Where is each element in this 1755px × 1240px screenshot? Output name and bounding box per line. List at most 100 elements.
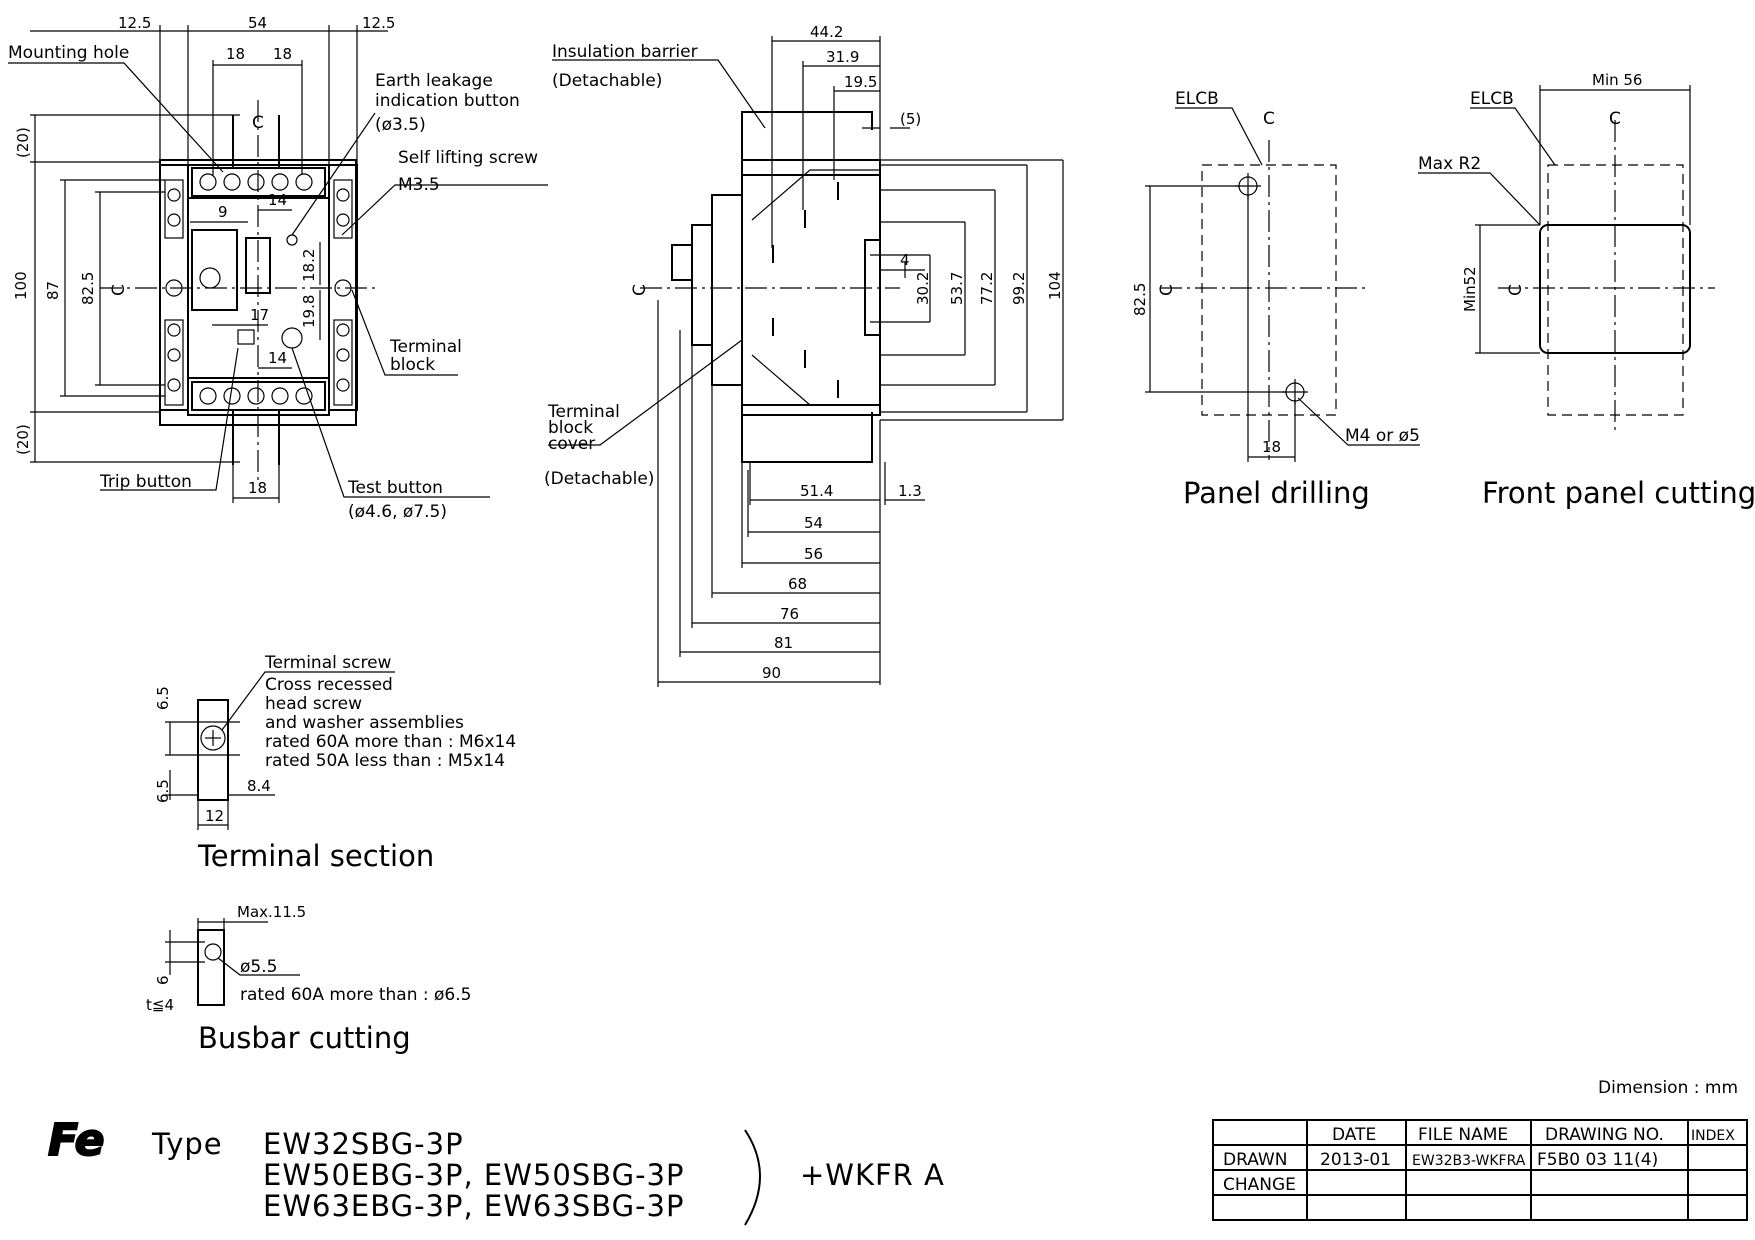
dim-max-11-5: Max.11.5 <box>237 903 306 921</box>
leader-insulation-barrier <box>552 59 766 129</box>
tb-header-index: INDEX <box>1691 1128 1735 1144</box>
label-busbar-rated: rated 60A more than : ø6.5 <box>240 985 471 1005</box>
centerline-mark: C <box>252 113 264 133</box>
tb-header-drawing-no: DRAWING NO. <box>1545 1125 1664 1145</box>
dim-104: 104 <box>1046 271 1064 300</box>
type-line-2: EW50EBG-3P, EW50SBG-3P <box>263 1158 685 1192</box>
front-panel-cutting: Min 56 ELCB Max R2 Min52 C C Front panel… <box>1418 71 1755 510</box>
dim-51-4: 51.4 <box>800 482 833 500</box>
leader-terminal-cover <box>548 339 743 446</box>
label-indication-diameter: (ø3.5) <box>375 115 426 135</box>
dim-82-5: 82.5 <box>1131 283 1149 316</box>
label-mounting-hole: Mounting hole <box>8 43 129 63</box>
type-line-3: EW63EBG-3P, EW63SBG-3P <box>263 1189 685 1223</box>
tb-drawn-drawing-no: F5B0 03 11(4) <box>1537 1150 1658 1170</box>
dim-18-a: 18 <box>226 45 245 63</box>
dim-19-8: 19.8 <box>300 295 318 328</box>
top-terminals <box>191 167 326 197</box>
dim-19-5: 19.5 <box>844 73 877 91</box>
dim-6-5-bottom: 6.5 <box>154 779 172 803</box>
label-rated-50a: rated 50A less than : M5x14 <box>265 751 505 771</box>
title-front-panel-cutting: Front panel cutting <box>1482 476 1755 510</box>
label-trip-button: Trip button <box>99 472 192 492</box>
dim-20-top: (20) <box>14 127 32 158</box>
label-terminal-screw: Terminal screw <box>264 653 392 673</box>
dim-56: 56 <box>804 545 823 563</box>
centerline-mark: C <box>1609 109 1621 129</box>
dim-100: 100 <box>12 271 30 300</box>
tb-row-change: CHANGE <box>1223 1175 1296 1195</box>
dim-81: 81 <box>774 634 793 652</box>
label-detachable-bottom: (Detachable) <box>544 469 654 489</box>
centerline-mark: C <box>630 284 650 296</box>
label-busbar-diameter: ø5.5 <box>240 957 277 977</box>
tb-row-drawn: DRAWN <box>1223 1150 1287 1170</box>
side-terminal-studs <box>772 182 839 398</box>
panel-drilling: ELCB C C 82.5 18 M4 or ø5 Panel drilling <box>1131 89 1420 510</box>
label-washer-assemblies: and washer assemblies <box>265 713 464 733</box>
dim-82-5: 82.5 <box>79 272 97 305</box>
dim-12-5-left: 12.5 <box>118 14 151 32</box>
dim-99-2: 99.2 <box>1010 272 1028 305</box>
centerline-mark: C <box>1506 284 1526 296</box>
label-self-lifting-screw: Self lifting screw <box>398 148 538 168</box>
dim-t4: t≦4 <box>146 996 174 1014</box>
brand-logo: Fe <box>48 1115 104 1166</box>
type-line-1: EW32SBG-3P <box>263 1127 464 1161</box>
dim-87: 87 <box>44 281 62 300</box>
tb-header-date: DATE <box>1332 1125 1376 1145</box>
front-view: 12.5 54 12.5 18 18 (20) 100 87 82.5 9 14… <box>8 14 548 522</box>
dim-54: 54 <box>804 514 823 532</box>
side-terminal-screws <box>164 179 353 406</box>
centerline-mark: C <box>109 284 129 296</box>
dim-76: 76 <box>780 605 799 623</box>
dim-8-4: 8.4 <box>247 777 271 795</box>
label-elcb: ELCB <box>1175 89 1219 109</box>
dim-68: 68 <box>788 575 807 593</box>
dim-44-2: 44.2 <box>810 23 843 41</box>
label-terminal-cover-2: block <box>548 418 593 438</box>
label-terminal-cover-1: Terminal <box>547 402 620 422</box>
label-m3-5: M3.5 <box>398 175 440 195</box>
label-terminal-cover-3: cover <box>548 434 595 454</box>
front-dimensions <box>30 25 388 503</box>
label-cross-recessed: Cross recessed <box>265 675 393 695</box>
label-terminal: Terminal <box>389 337 462 357</box>
side-dims-bottom <box>657 300 925 687</box>
title-busbar-cutting: Busbar cutting <box>198 1021 411 1055</box>
title-panel-drilling: Panel drilling <box>1183 476 1370 510</box>
dim-18-b: 18 <box>273 45 292 63</box>
label-block: block <box>390 355 435 375</box>
label-test-button-diameter: (ø4.6, ø7.5) <box>348 502 447 522</box>
label-elcb: ELCB <box>1470 89 1514 109</box>
side-view: C 44.2 31.9 19.5 (5) 4 30.2 53.7 7 <box>544 23 1064 687</box>
label-detachable-top: (Detachable) <box>552 71 662 91</box>
dim-14-bottom: 14 <box>268 349 287 367</box>
dim-5: (5) <box>900 110 921 128</box>
dim-1-3: 1.3 <box>898 482 922 500</box>
dim-14-top: 14 <box>268 191 287 209</box>
type-label: Type <box>151 1127 223 1161</box>
dim-18-bottom: 18 <box>248 479 267 497</box>
label-max-r2: Max R2 <box>1418 154 1481 174</box>
centerline-mark: C <box>1263 109 1275 129</box>
label-rated-60a: rated 60A more than : M6x14 <box>265 732 516 752</box>
dim-min52: Min52 <box>1461 266 1479 312</box>
label-insulation-barrier: Insulation barrier <box>552 42 698 62</box>
dim-min56: Min 56 <box>1592 71 1642 89</box>
suffix-option: +WKFR A <box>800 1158 945 1192</box>
dim-12: 12 <box>205 807 224 825</box>
side-dims-top <box>771 36 910 248</box>
centerline-mark: C <box>1157 284 1177 296</box>
closing-bracket <box>744 1129 761 1226</box>
footer: Dimension : mm Fe Type EW32SBG-3P EW50EB… <box>47 1078 1738 1226</box>
title-terminal-section: Terminal section <box>197 839 434 873</box>
dim-18-2: 18.2 <box>300 249 318 282</box>
title-block: DATE FILE NAME DRAWING NO. INDEX DRAWN 2… <box>1212 1119 1748 1221</box>
dim-17: 17 <box>250 306 269 324</box>
dim-31-9: 31.9 <box>826 48 859 66</box>
dim-4: 4 <box>900 251 910 269</box>
label-earth-leakage: Earth leakage <box>375 71 493 91</box>
label-screw-size: M4 or ø5 <box>1345 426 1420 446</box>
